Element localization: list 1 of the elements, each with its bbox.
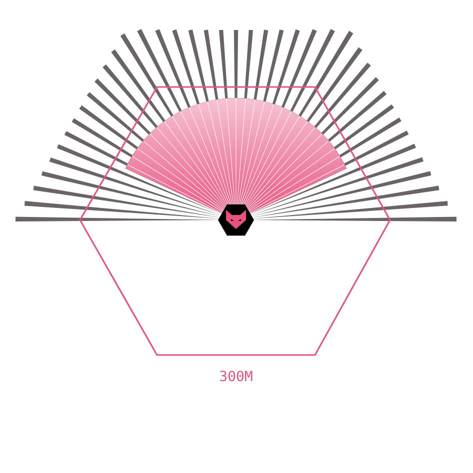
dimension-label: 300M — [220, 370, 252, 382]
